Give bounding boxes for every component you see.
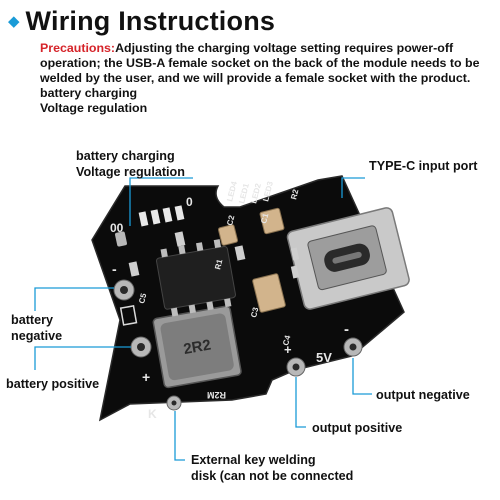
silk-minus-output: -: [344, 321, 349, 338]
precautions-block: Precautions:Adjusting the charging volta…: [40, 41, 492, 116]
label-battery-charging-line1: battery charging: [76, 149, 175, 163]
silk-r2: R2: [289, 188, 300, 201]
leader-battery-negative: [34, 287, 114, 311]
label-output-negative: output negative: [376, 388, 470, 402]
silk-plus-battery: +: [142, 369, 150, 385]
precautions-text: Adjusting the charging voltage setting r…: [40, 41, 480, 85]
ic-chip: [155, 239, 236, 317]
silk-r1: R1: [213, 258, 224, 271]
label-key-line2: disk (can not be connected: [191, 469, 354, 483]
silk-5v: 5V: [316, 350, 332, 365]
pad-battery-negative: [113, 279, 135, 301]
intro-extra-line-1: battery charging: [40, 86, 138, 100]
smd-parts: [128, 231, 300, 279]
label-battery-charging: battery charging Voltage regulation: [76, 148, 185, 180]
capacitor-c1: [259, 207, 285, 235]
capacitor-c3: [252, 273, 286, 313]
leader-battery-charging: [129, 177, 193, 226]
pad-voltage-select: [115, 231, 127, 247]
capacitor-c2: [217, 224, 239, 246]
silk-minus-battery: -: [112, 261, 117, 277]
typec-connector: [286, 207, 410, 310]
leader-output-positive: [295, 377, 306, 428]
label-key-line1: External key welding: [191, 453, 316, 467]
silk-dial-0: 0: [186, 195, 193, 209]
label-battery-negative: battery negative: [11, 312, 62, 344]
pad-output-negative: [343, 337, 363, 357]
label-typec: TYPE-C input port: [369, 159, 478, 173]
leader-key: [174, 411, 185, 461]
silk-led4: LED4: [225, 180, 239, 203]
leader-lines: [34, 177, 372, 461]
intro-extra-line-2: Voltage regulation: [40, 101, 148, 115]
leader-typec: [341, 177, 365, 198]
pad-output-positive: [286, 357, 306, 377]
label-battery-negative-line1: battery: [11, 313, 53, 327]
leader-battery-positive: [34, 346, 131, 370]
silk-c4: C4: [281, 334, 292, 347]
silk-dial-00: 00: [110, 221, 124, 235]
label-battery-positive: battery positive: [6, 377, 100, 391]
silk-c1: C1: [259, 212, 270, 225]
silk-key-k: K: [148, 407, 157, 421]
battery-square-marker: [119, 305, 138, 326]
silk-c3: C3: [249, 306, 260, 319]
inductor: 2R2: [152, 305, 242, 389]
label-battery-negative-line2: negative: [11, 329, 63, 343]
diamond-icon: ◆: [8, 13, 20, 30]
leader-output-negative: [352, 358, 372, 395]
silk-c2: C2: [225, 214, 236, 227]
label-battery-charging-line2: Voltage regulation: [76, 165, 185, 179]
precautions-label: Precautions:: [40, 41, 116, 55]
title-bar: ◆ Wiring Instructions: [8, 6, 275, 37]
label-output-positive: output positive: [312, 421, 403, 435]
label-key: External key welding disk (can not be co…: [191, 452, 353, 484]
silk-c5: C5: [137, 292, 148, 305]
inductor-label: 2R2: [182, 337, 212, 359]
pad-key: [166, 395, 182, 411]
led-row: [138, 205, 185, 227]
page-title: Wiring Instructions: [25, 6, 276, 36]
silk-r2m: R2M: [207, 390, 226, 400]
pad-battery-positive: [130, 336, 152, 358]
silk-plus-output: +: [284, 342, 292, 357]
